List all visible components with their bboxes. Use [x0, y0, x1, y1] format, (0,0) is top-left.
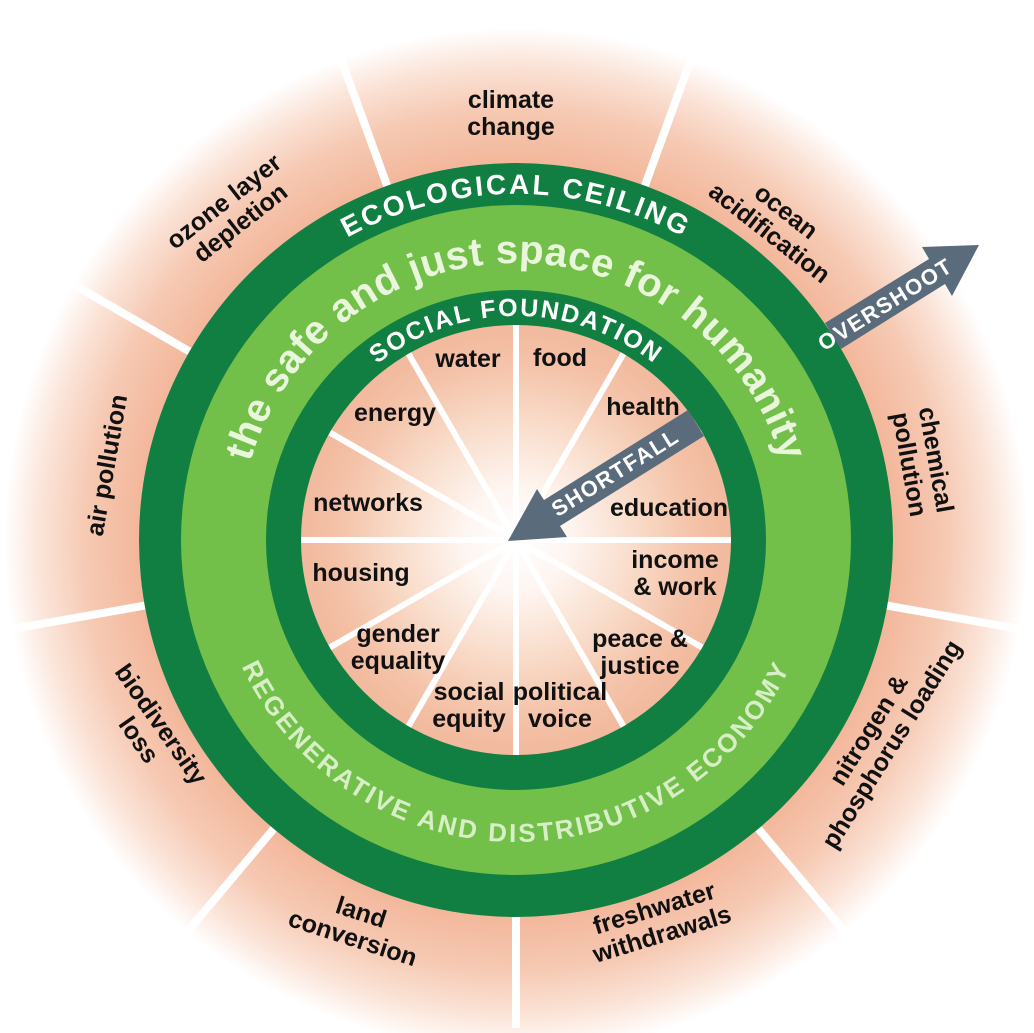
- wedge-line-300: [328, 429, 518, 543]
- label-health: health: [606, 393, 680, 421]
- sector-line-340: [337, 57, 391, 188]
- label-food: food: [533, 344, 587, 372]
- label-income-line1: income: [631, 546, 719, 574]
- label-food-line1: food: [533, 344, 587, 372]
- sector-line-260: [11, 601, 146, 634]
- label-peace-line2: justice: [599, 652, 679, 680]
- label-energy: energy: [354, 399, 436, 427]
- label-networks-line1: networks: [313, 489, 423, 517]
- label-gender-line1: gender: [356, 620, 440, 648]
- label-income-work: income& work: [631, 546, 719, 601]
- label-social-equity-line1: social: [434, 678, 505, 706]
- label-social-equity-line2: equity: [432, 705, 506, 733]
- sector-line-140: [755, 826, 849, 935]
- label-education-line1: education: [610, 494, 728, 522]
- outer-sector-lines: [11, 57, 1021, 1028]
- label-housing: housing: [312, 559, 409, 587]
- label-energy-line1: energy: [354, 399, 436, 427]
- sector-line-220: [183, 826, 277, 935]
- shortfall-arrow: [508, 410, 704, 541]
- wedge-line-150: [513, 538, 627, 728]
- label-climate-line1: climate: [468, 86, 554, 114]
- label-housing-line1: housing: [312, 559, 409, 587]
- label-income-line2: & work: [633, 573, 716, 601]
- sector-line-20: [641, 57, 695, 188]
- wedge-line-210: [405, 538, 519, 728]
- label-health-line1: health: [606, 393, 680, 421]
- label-peace-justice: peace &justice: [592, 625, 688, 680]
- label-water-line1: water: [434, 345, 501, 373]
- wedge-line-240: [328, 537, 518, 651]
- overshoot-arrow: [825, 245, 979, 349]
- sector-line-100: [886, 601, 1021, 634]
- label-gender-line2: equality: [351, 647, 446, 675]
- wedge-line-120: [514, 537, 704, 651]
- wedge-line-330: [405, 352, 519, 542]
- label-political-line2: voice: [528, 705, 592, 733]
- social-foundation-labels: water food health education income& work…: [312, 344, 728, 733]
- label-education: education: [610, 494, 728, 522]
- sector-line-300: [70, 280, 192, 355]
- label-chemical-pollution: chemicalpollution: [886, 405, 959, 520]
- label-networks: networks: [313, 489, 423, 517]
- label-water: water: [434, 345, 501, 373]
- label-peace-line1: peace &: [592, 625, 688, 653]
- label-political-line1: political: [513, 678, 607, 706]
- label-climate-line2: change: [467, 113, 555, 141]
